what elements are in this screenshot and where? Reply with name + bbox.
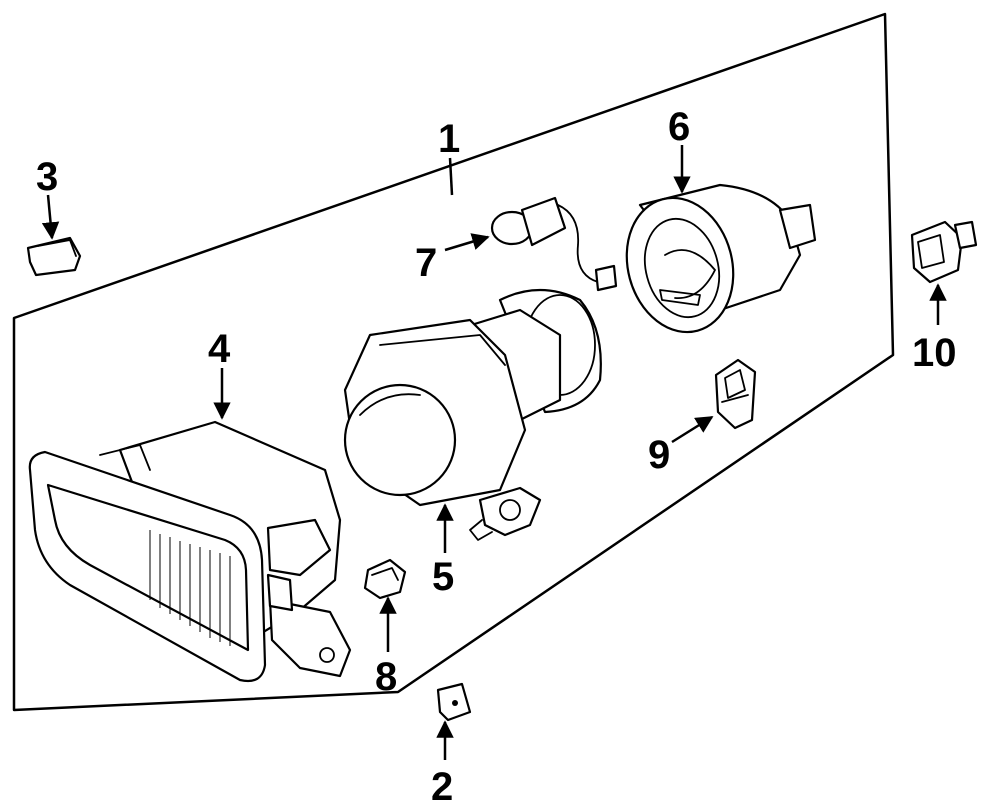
part-connector-10 — [910, 220, 978, 284]
callout-2: 2 — [431, 765, 453, 806]
part-lens-housing-4 — [28, 420, 352, 683]
callout-5: 5 — [432, 555, 454, 599]
callout-3: 3 — [36, 155, 58, 199]
callout-6: 6 — [668, 105, 690, 149]
callout-1: 1 — [438, 117, 460, 161]
part-socket-cover-6 — [625, 183, 817, 334]
leader-arrows — [41, 145, 947, 760]
part-projector-5 — [343, 288, 602, 541]
callout-4: 4 — [208, 327, 231, 371]
callout-8: 8 — [375, 655, 397, 699]
part-bulb-7 — [490, 196, 618, 292]
assembly-outline — [12, 12, 895, 712]
part-retainer-8 — [363, 558, 407, 600]
callout-9: 9 — [648, 433, 670, 477]
part-clip-3 — [26, 236, 82, 277]
part-clip-9 — [714, 358, 757, 430]
callout-7: 7 — [415, 241, 437, 285]
callout-10: 10 — [912, 331, 957, 375]
part-nut-2 — [436, 682, 472, 722]
